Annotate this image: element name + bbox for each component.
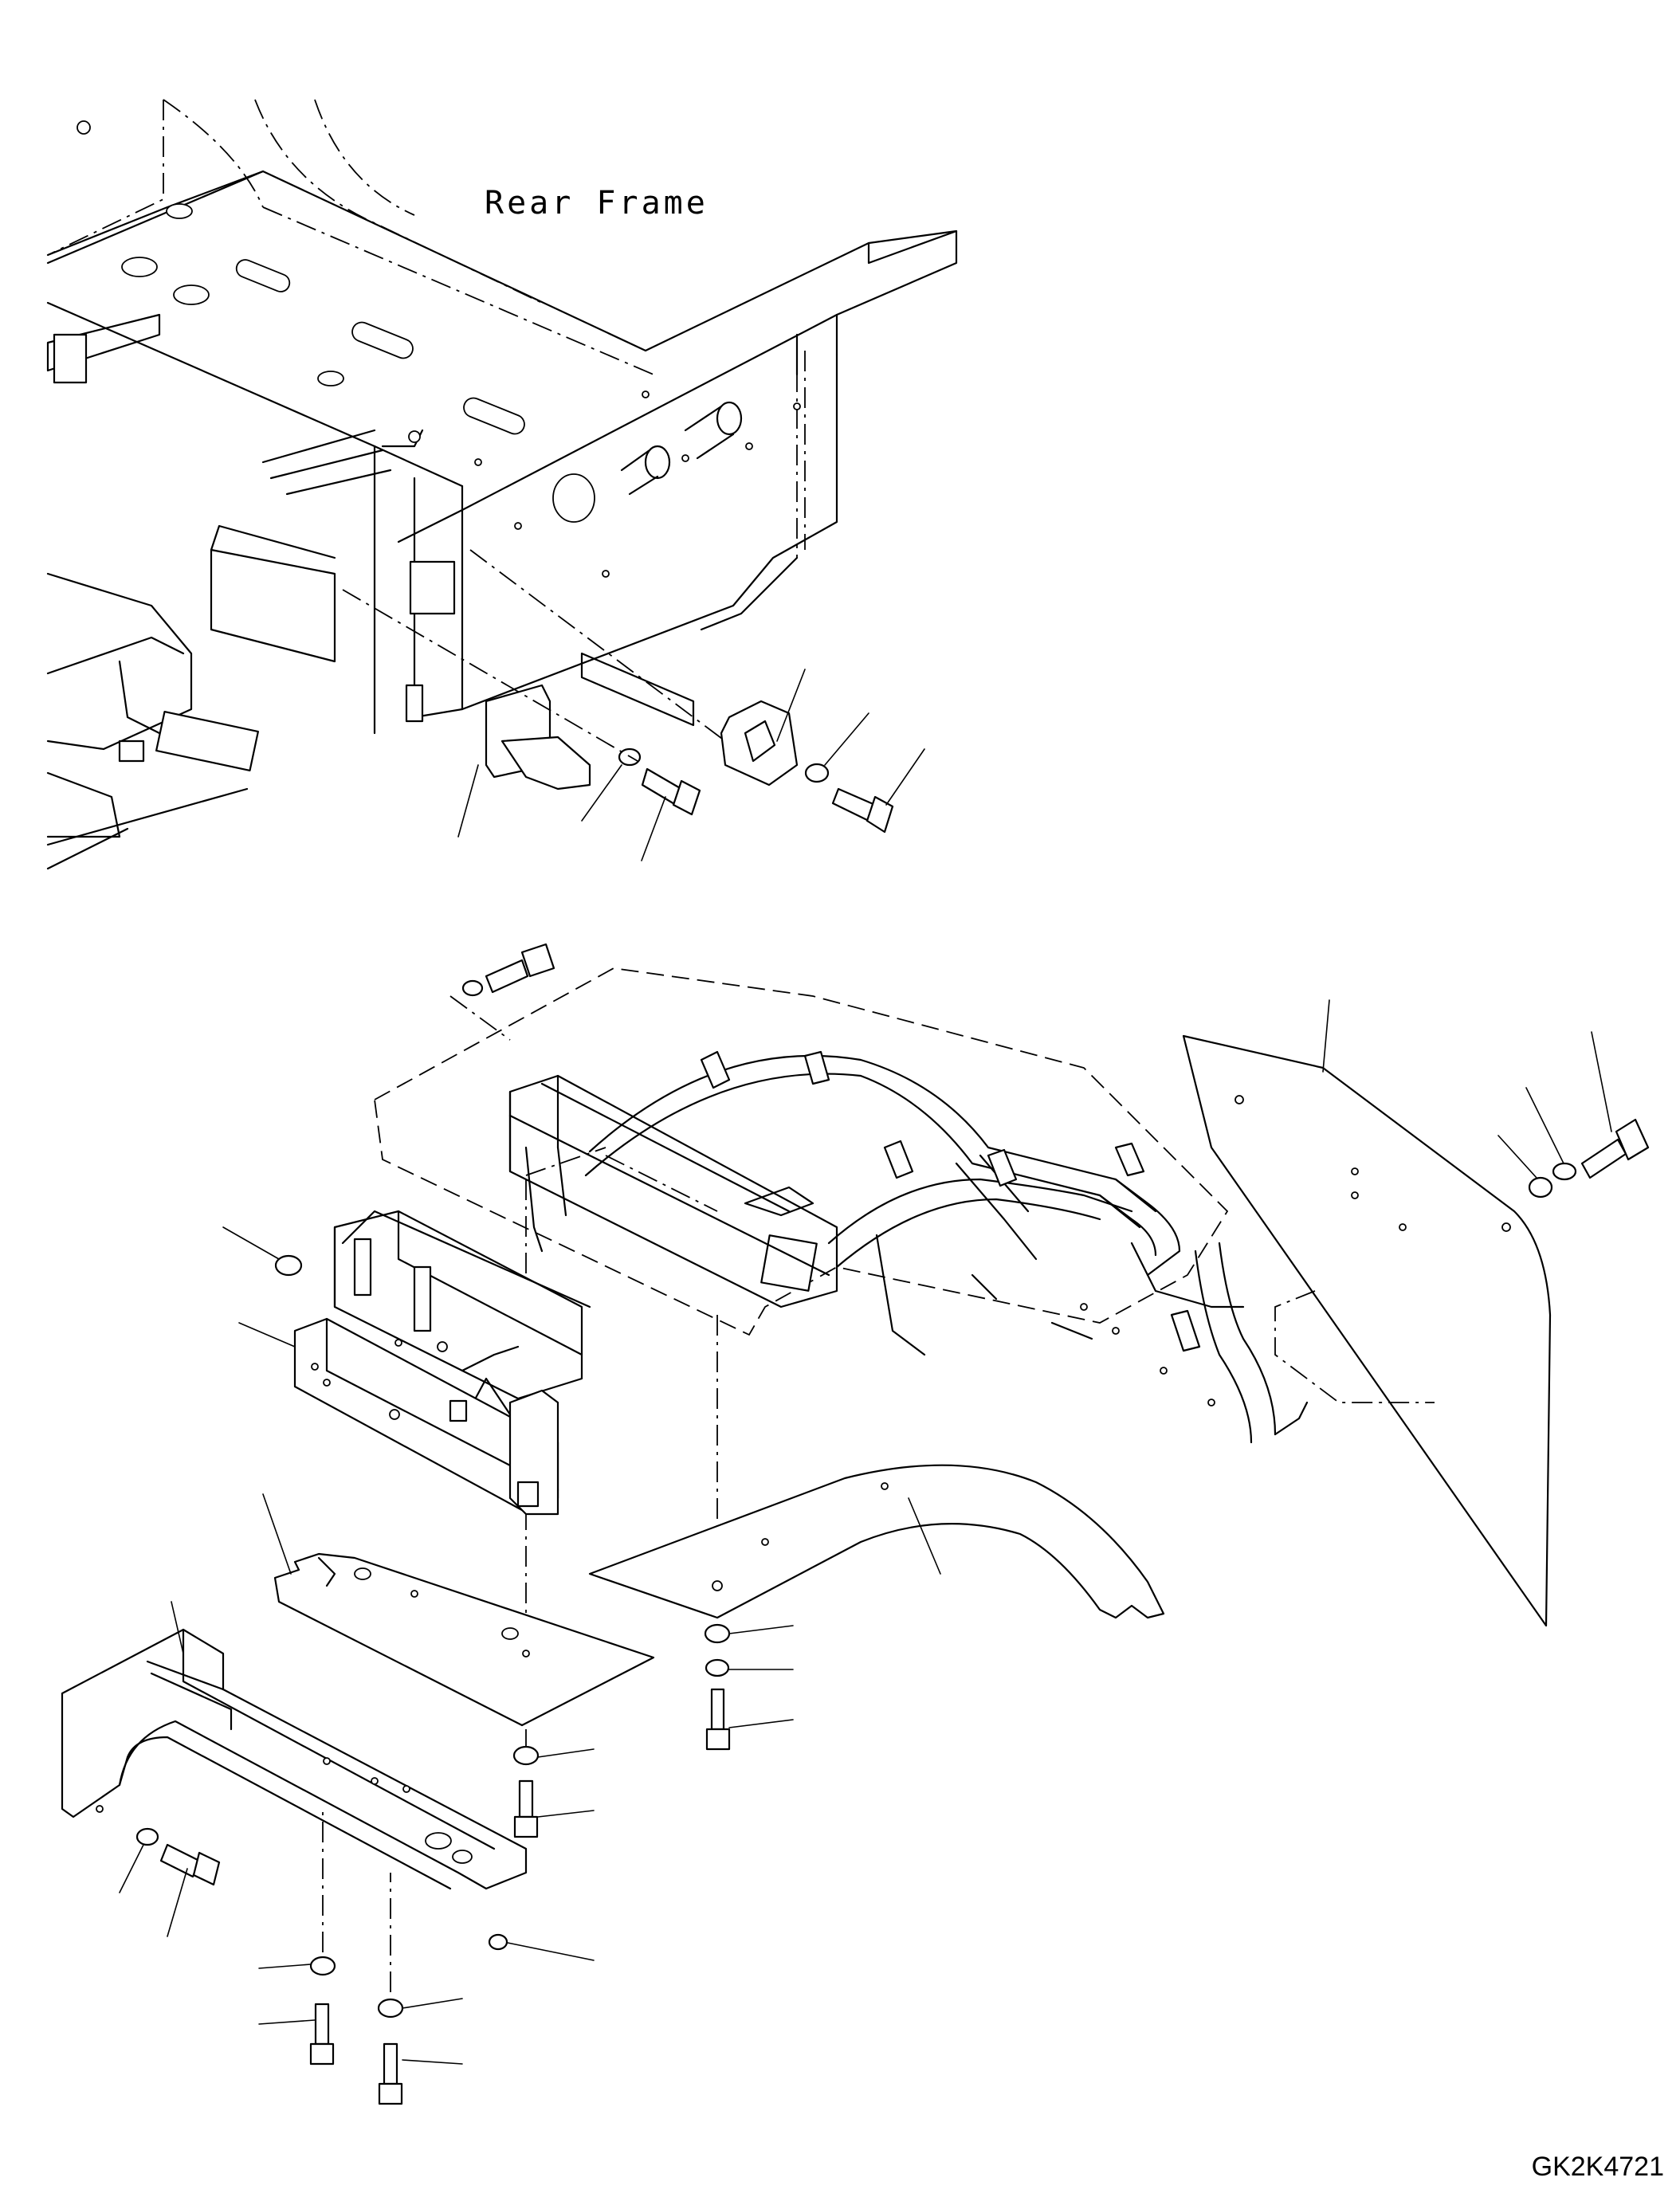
leader-line [258,2019,316,2025]
leader-line [728,1625,794,1634]
washer [377,1998,404,2018]
washer [1528,1176,1553,1199]
bolt [513,1779,539,1838]
leader-line [1525,1087,1564,1164]
pipe-assembly [584,1054,1309,1444]
washer [135,1827,159,1846]
leader-line [507,1942,595,1961]
coupler-bracket [720,700,799,787]
leader-line [258,1964,312,1969]
washer [461,979,484,997]
leader-line [457,764,479,838]
fender [588,1464,1165,1619]
washer [704,1623,731,1644]
bolt [1580,1118,1650,1179]
washer [705,1658,730,1677]
leader-line [908,1497,941,1575]
leader-line [1591,1031,1612,1132]
leader-line [824,712,869,766]
cap-screw [488,1933,508,1951]
leader-line [1497,1135,1537,1179]
bolt [641,767,701,816]
bolt [831,787,894,834]
fender-mount-frame [508,1074,838,1308]
leader-line [728,1719,794,1728]
rear-frame [46,99,958,870]
leader-line [1322,999,1330,1073]
bolt [705,1688,731,1751]
cover-plate [273,1552,655,1727]
washer [804,763,830,783]
mount-block [293,1317,559,1516]
bolt [378,2042,403,2105]
bolt [309,2003,335,2066]
leader-line [171,1601,184,1654]
support-bracket [485,684,591,791]
washer [309,1956,336,1976]
pipe-clamp [700,1050,1201,1352]
lower-support-bracket [61,1628,528,1890]
leader-line [238,1322,296,1348]
leader-line [167,1868,188,1937]
leader-line [885,748,925,806]
bolt [485,943,555,994]
leader-line [537,1810,595,1818]
leader-line [119,1844,144,1893]
leader-line [402,1998,463,2009]
leader-line [262,1493,292,1575]
cap [274,1254,303,1277]
leader-line [222,1226,280,1260]
bolt [159,1843,221,1886]
drawing-code: GK2K4721 [1531,2152,1664,2182]
leader-line [537,1748,595,1758]
leader-line [776,669,806,742]
washer [512,1745,540,1766]
leader-line [641,796,666,861]
leader-line [581,764,622,822]
rear-frame-label: Rear Frame [485,185,709,222]
mud-flap [1182,1034,1552,1627]
leader-line [402,2059,463,2065]
washer [1552,1162,1577,1181]
side-guard [875,1234,1245,1406]
